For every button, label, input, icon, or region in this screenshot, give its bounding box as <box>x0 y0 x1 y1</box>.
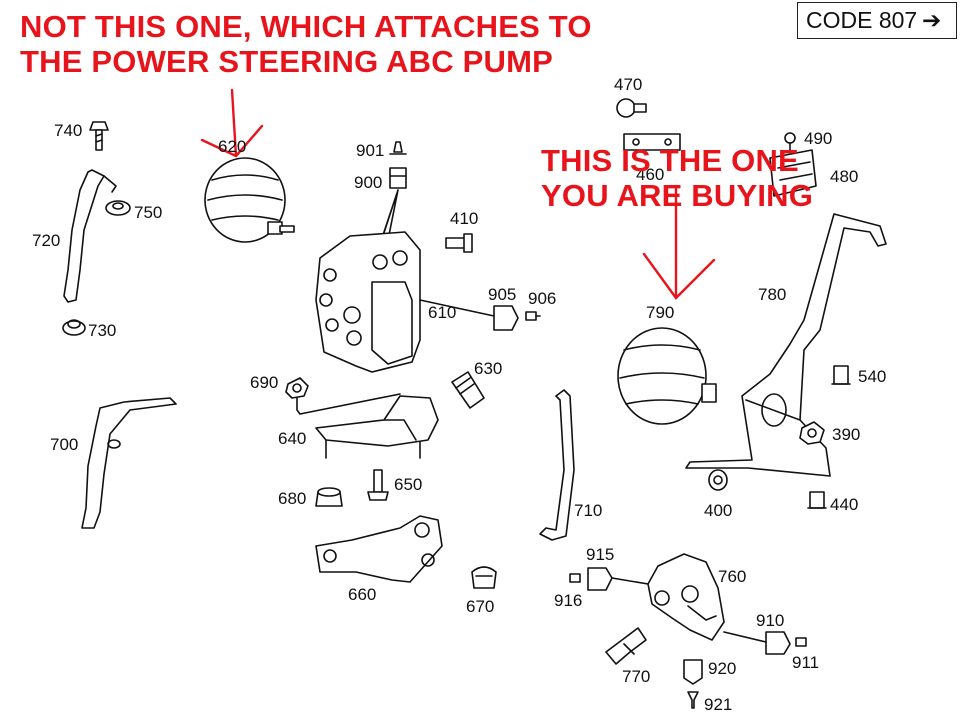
part-label-760: 760 <box>718 567 746 586</box>
arrow-right-icon: ➔ <box>922 7 942 33</box>
fitting-920 <box>683 659 703 685</box>
part-label-410: 410 <box>450 209 478 228</box>
mount-440 <box>807 491 827 509</box>
part-label-620: 620 <box>218 137 246 156</box>
part-label-920: 920 <box>708 659 736 678</box>
part-label-650: 650 <box>394 475 422 494</box>
part-label-790: 790 <box>646 303 674 322</box>
accumulator-620 <box>204 157 295 243</box>
part-label-780: 780 <box>758 285 786 304</box>
code-badge: CODE 807 ➔ <box>797 2 957 39</box>
fitting-911 <box>795 637 807 647</box>
fitting-910 <box>765 631 791 655</box>
sensor-770 <box>605 627 647 665</box>
fitting-915 <box>587 567 613 591</box>
fitting-916 <box>569 573 581 583</box>
fitting-906 <box>525 311 541 321</box>
fitting-901 <box>389 141 407 155</box>
part-label-540: 540 <box>858 367 886 386</box>
part-label-680: 680 <box>278 489 306 508</box>
part-label-670: 670 <box>466 597 494 616</box>
part-label-630: 630 <box>474 359 502 378</box>
part-label-690: 690 <box>250 373 278 392</box>
part-label-490: 490 <box>804 129 832 148</box>
bolt-470 <box>616 98 647 118</box>
cap-670 <box>471 566 497 589</box>
bolt-650 <box>367 469 389 501</box>
bracket-780 <box>685 213 887 477</box>
part-label-640: 640 <box>278 429 306 448</box>
part-label-770: 770 <box>622 667 650 686</box>
grommet-730 <box>62 319 86 336</box>
part-label-910: 910 <box>756 611 784 630</box>
rubber-mount-680 <box>315 487 343 507</box>
nut-750 <box>105 200 131 216</box>
red-arrow-to-620 <box>200 88 264 158</box>
plate-460 <box>623 133 681 151</box>
bracket-700 <box>81 397 177 529</box>
part-label-460: 460 <box>636 165 664 184</box>
mount-bracket-640 <box>315 395 439 459</box>
fitting-905 <box>493 305 519 331</box>
part-label-710: 710 <box>574 501 602 520</box>
part-label-901: 901 <box>356 141 384 160</box>
part-label-660: 660 <box>348 585 376 604</box>
annotation-this-is-the-one: THIS IS THE ONE YOU ARE BUYING <box>541 143 814 213</box>
sensor-630 <box>451 371 485 409</box>
part-label-905: 905 <box>488 285 516 304</box>
nut-390 <box>799 421 825 445</box>
plate-480 <box>769 149 817 197</box>
part-label-480: 480 <box>830 167 858 186</box>
part-label-610: 610 <box>428 303 456 322</box>
strap-710 <box>539 389 575 541</box>
nut-690 <box>285 377 309 399</box>
part-label-390: 390 <box>832 425 860 444</box>
part-label-916: 916 <box>554 591 582 610</box>
part-label-730: 730 <box>88 321 116 340</box>
bolt-490 <box>784 132 796 151</box>
fitting-921 <box>687 691 699 709</box>
bracket-720 <box>63 169 105 303</box>
red-arrow-to-790 <box>642 184 716 300</box>
part-label-740: 740 <box>54 121 82 140</box>
part-label-900: 900 <box>354 173 382 192</box>
part-label-470: 470 <box>614 75 642 94</box>
part-label-440: 440 <box>830 495 858 514</box>
part-label-750: 750 <box>134 203 162 222</box>
bolt-410 <box>445 233 473 253</box>
part-label-720: 720 <box>32 231 60 250</box>
accumulator-790 <box>617 327 717 425</box>
valve-unit-760 <box>647 553 725 641</box>
fitting-900 <box>389 167 407 189</box>
valve-block-610 <box>315 231 421 373</box>
annotation-not-this-one: NOT THIS ONE, WHICH ATTACHES TO THE POWE… <box>20 9 592 79</box>
bracket-660 <box>315 515 443 583</box>
part-label-700: 700 <box>50 435 78 454</box>
mount-540 <box>831 365 851 385</box>
part-label-906: 906 <box>528 289 556 308</box>
part-label-911: 911 <box>792 653 819 672</box>
part-label-921: 921 <box>704 695 732 714</box>
code-badge-text: CODE 807 <box>806 7 918 33</box>
bolt-740 <box>89 121 109 151</box>
part-label-915: 915 <box>586 545 614 564</box>
washer-400 <box>708 469 728 491</box>
part-label-400: 400 <box>704 501 732 520</box>
